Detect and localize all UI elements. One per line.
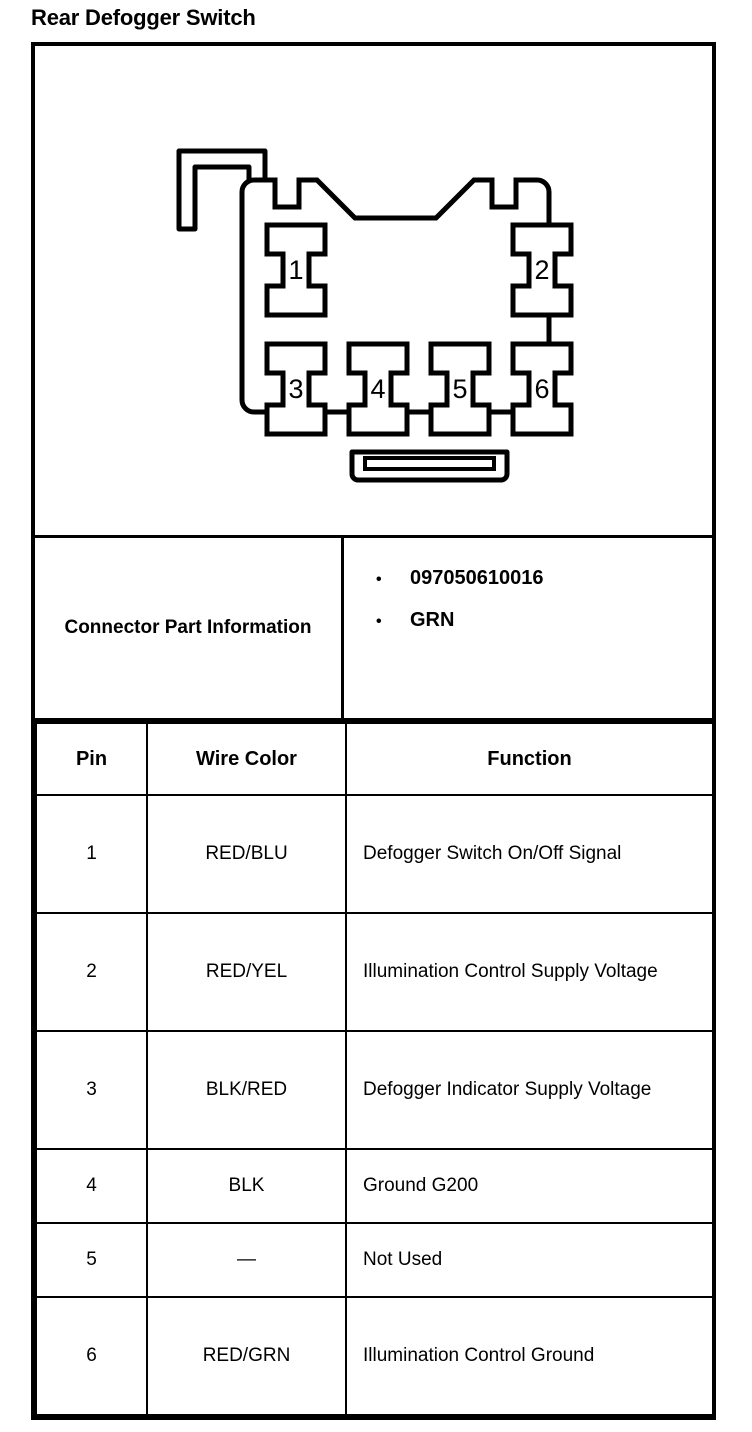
connector-diagram-panel: 1 2 3 4 5 6 [35, 46, 712, 538]
cell-wire-color: RED/YEL [146, 912, 347, 1032]
connector-info-frame: 1 2 3 4 5 6 Connector Part Information •… [31, 42, 716, 1420]
cell-pin: 4 [35, 1148, 148, 1224]
cavity-pin-4 [346, 341, 410, 437]
cavity-label-3: 3 [288, 374, 303, 404]
table-row: 1 RED/BLU Defogger Switch On/Off Signal [35, 794, 714, 914]
cell-function: Not Used [345, 1222, 714, 1298]
cell-function: Illumination Control Supply Voltage [345, 912, 714, 1032]
cavity-pin-6 [510, 341, 574, 437]
cavity-label-5: 5 [452, 374, 467, 404]
cell-wire-color: RED/BLU [146, 794, 347, 914]
part-information-item: • 097050610016 [376, 558, 712, 600]
connector-part-information: Connector Part Information • 09705061001… [35, 538, 712, 722]
cavity-label-6: 6 [534, 374, 549, 404]
cavity-label-4: 4 [370, 374, 385, 404]
cell-wire-color: — [146, 1222, 347, 1298]
column-header-wire-color: Wire Color [146, 722, 347, 796]
connector-color-value: GRN [410, 609, 455, 631]
table-header-row: Pin Wire Color Function [35, 722, 714, 796]
table-row: 3 BLK/RED Defogger Indicator Supply Volt… [35, 1030, 714, 1150]
cavity-label-1: 1 [288, 255, 303, 285]
cell-wire-color: BLK [146, 1148, 347, 1224]
part-information-item: • GRN [376, 600, 712, 642]
cavity-pin-2 [510, 222, 574, 318]
cavity-pin-1 [264, 222, 328, 318]
cell-function: Ground G200 [345, 1148, 714, 1224]
column-header-pin: Pin [35, 722, 148, 796]
cavity-pin-3 [264, 341, 328, 437]
connector-bottom-slot [363, 456, 496, 471]
cell-pin: 3 [35, 1030, 148, 1150]
cell-function: Defogger Switch On/Off Signal [345, 794, 714, 914]
cavity-label-2: 2 [534, 255, 549, 285]
part-information-label: Connector Part Information [35, 538, 344, 718]
cavity-pin-5 [428, 341, 492, 437]
column-header-function: Function [345, 722, 714, 796]
table-row: 5 — Not Used [35, 1222, 714, 1298]
table-row: 4 BLK Ground G200 [35, 1148, 714, 1224]
cell-pin: 5 [35, 1222, 148, 1298]
cell-function: Illumination Control Ground [345, 1296, 714, 1416]
cell-pin: 2 [35, 912, 148, 1032]
table-row: 2 RED/YEL Illumination Control Supply Vo… [35, 912, 714, 1032]
page-title: Rear Defogger Switch [31, 5, 256, 30]
bullet-icon: • [376, 613, 382, 630]
connector-diagram: 1 2 3 4 5 6 [176, 148, 574, 483]
cell-pin: 6 [35, 1296, 148, 1416]
pin-assignment-table: Pin Wire Color Function 1 RED/BLU Defogg… [35, 722, 714, 1416]
part-information-values: • 097050610016 • GRN [344, 538, 712, 718]
table-row: 6 RED/GRN Illumination Control Ground [35, 1296, 714, 1416]
cell-function: Defogger Indicator Supply Voltage [345, 1030, 714, 1150]
cell-pin: 1 [35, 794, 148, 914]
part-number-value: 097050610016 [410, 567, 544, 589]
bullet-icon: • [376, 571, 382, 588]
cell-wire-color: BLK/RED [146, 1030, 347, 1150]
cell-wire-color: RED/GRN [146, 1296, 347, 1416]
